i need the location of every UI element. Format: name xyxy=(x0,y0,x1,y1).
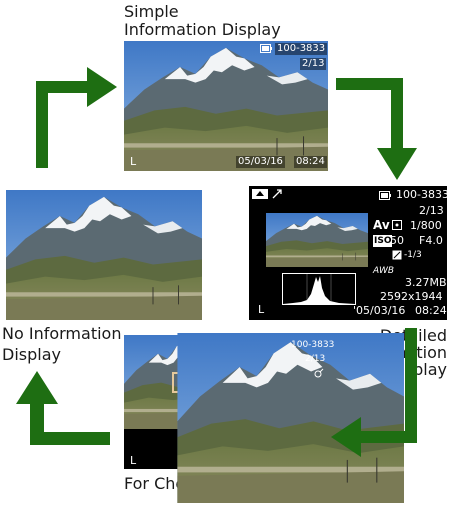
battery-icon xyxy=(379,191,392,200)
protect-icon xyxy=(252,189,268,199)
image-count: 2/13 xyxy=(300,58,327,70)
folder-file-number: 100-3833 xyxy=(396,188,449,201)
detailed-info-screen: 100-3833 2/13 Av 1/800 ISO 50 F4.0 -1/3 … xyxy=(249,186,449,320)
shot-date: 05/03/16 xyxy=(236,156,285,168)
resolution: 2592x1944 xyxy=(380,290,443,303)
histogram xyxy=(282,273,356,305)
iso-label: ISO xyxy=(373,235,393,247)
battery-icon xyxy=(260,44,272,53)
iso-value: 50 xyxy=(390,234,404,247)
simple-label-line2: Information Display xyxy=(124,20,281,39)
noinfo-label-line2: Display xyxy=(2,345,61,364)
transfer-icon xyxy=(271,188,283,200)
folder-file-number: 100-3833 xyxy=(275,43,328,55)
white-balance: AWB xyxy=(373,266,395,276)
quality-indicator: L xyxy=(130,155,137,168)
noinfo-label-line1: No Information xyxy=(2,324,122,343)
aperture-value: F4.0 xyxy=(419,234,443,247)
exposure-comp-icon xyxy=(392,250,402,260)
zoom-icon xyxy=(314,368,324,378)
quality-indicator: L xyxy=(130,454,137,467)
simple-label-line1: Simple xyxy=(124,2,179,21)
focus-check-screen: 100-3833 2/13 L xyxy=(124,333,404,503)
image-count: 2/13 xyxy=(305,354,326,364)
simple-info-screen: 100-3833 2/13 L 05/03/16 08:24 xyxy=(124,41,328,171)
image-count: 2/13 xyxy=(419,204,444,217)
quality-indicator: L xyxy=(258,303,265,316)
metering-icon xyxy=(392,220,402,230)
shooting-mode: Av xyxy=(373,218,390,232)
shot-date: '05/03/16 xyxy=(353,304,406,317)
exposure-comp-value: -1/3 xyxy=(404,250,422,260)
shot-time: 08:24 xyxy=(294,156,327,168)
file-size: 3.27MB xyxy=(405,276,447,289)
shutter-speed: 1/800 xyxy=(410,219,442,232)
folder-file-number: 100-3833 xyxy=(291,340,335,350)
shot-time: 08:24 xyxy=(415,304,447,317)
